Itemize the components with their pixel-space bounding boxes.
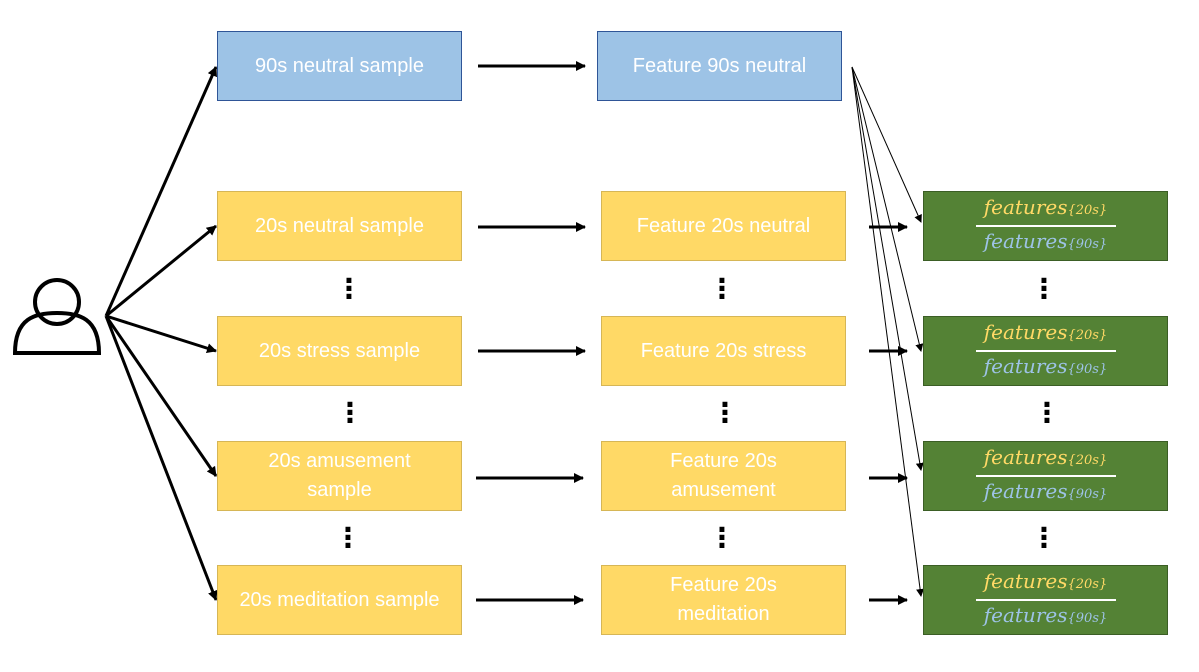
feature-20s-meditation-label-line2: meditation [677, 603, 770, 625]
ratio-numerator-sub: {20s} [1067, 453, 1108, 468]
ratio-box-neutral: features{20s} features{90s} [923, 191, 1168, 261]
baseline-to-ratio-arrows [851, 66, 925, 597]
ratio-numerator: features [983, 445, 1068, 469]
fraction-bar [975, 225, 1116, 227]
person-to-sample-arrows [104, 66, 218, 601]
ratio-numerator-sub: {20s} [1067, 577, 1108, 592]
feature-20s-amusement: Feature 20s amusement [601, 441, 846, 511]
ratio-denominator-sub: {90s} [1067, 237, 1108, 252]
sample-90s-neutral: 90s neutral sample [217, 31, 462, 101]
vertical-ellipsis-icon: ··· [1041, 388, 1053, 437]
sample-90s-neutral-label: 90s neutral sample [255, 54, 424, 77]
sample-20s-meditation: 20s meditation sample [217, 565, 462, 635]
fraction-bar [975, 599, 1116, 601]
ratio-denominator: features [983, 603, 1068, 627]
ratio-fraction: features{20s} features{90s} [975, 569, 1116, 631]
ratio-fraction: features{20s} features{90s} [975, 195, 1116, 257]
feature-90s-neutral-label: Feature 90s neutral [632, 54, 807, 77]
feature-20s-neutral-label: Feature 20s neutral [636, 214, 811, 237]
sample-20s-stress-label: 20s stress sample [258, 339, 421, 362]
ratio-denominator-sub: {90s} [1067, 362, 1108, 377]
sample-20s-amusement-label-line2: sample [307, 479, 372, 501]
sample-20s-neutral: 20s neutral sample [217, 191, 462, 261]
feature-20s-amusement-label-line2: amusement [671, 479, 776, 501]
ratio-numerator-sub: {20s} [1067, 328, 1108, 343]
ratio-box-meditation: features{20s} features{90s} [923, 565, 1168, 635]
vertical-ellipsis-icon: ··· [716, 264, 728, 313]
ratio-box-stress: features{20s} features{90s} [923, 316, 1168, 386]
vertical-ellipsis-icon: ··· [343, 264, 355, 313]
vertical-ellipsis-icon: ··· [344, 388, 356, 437]
feature-20s-neutral: Feature 20s neutral [601, 191, 846, 261]
ratio-denominator: features [983, 479, 1068, 503]
ratio-numerator: features [983, 195, 1068, 219]
person-icon [12, 278, 102, 355]
ratio-fraction: features{20s} features{90s} [975, 445, 1116, 507]
ratio-denominator-sub: {90s} [1067, 487, 1108, 502]
fraction-bar [975, 475, 1116, 477]
ratio-denominator-sub: {90s} [1067, 611, 1108, 626]
sample-20s-meditation-label: 20s meditation sample [239, 588, 440, 611]
vertical-ellipsis-icon: ··· [1038, 513, 1050, 562]
vertical-ellipsis-icon: ··· [719, 388, 731, 437]
sample-to-feature-arrows [476, 61, 586, 605]
feature-20s-meditation-label-line1: Feature 20s [670, 574, 777, 596]
feature-to-ratio-arrows [869, 222, 908, 605]
sample-20s-amusement: 20s amusement sample [217, 441, 462, 511]
ratio-denominator: features [983, 354, 1068, 378]
ratio-fraction: features{20s} features{90s} [975, 320, 1116, 382]
ratio-numerator-sub: {20s} [1067, 203, 1108, 218]
vertical-ellipsis-icon: ··· [716, 513, 728, 562]
ratio-denominator: features [983, 229, 1068, 253]
feature-20s-meditation: Feature 20s meditation [601, 565, 846, 635]
feature-20s-stress-label: Feature 20s stress [640, 339, 807, 362]
ratio-box-amusement: features{20s} features{90s} [923, 441, 1168, 511]
vertical-ellipsis-icon: ··· [1038, 264, 1050, 313]
ratio-numerator: features [983, 569, 1068, 593]
fraction-bar [975, 350, 1116, 352]
feature-20s-amusement-label-line1: Feature 20s [670, 450, 777, 472]
sample-20s-amusement-label-line1: 20s amusement [268, 450, 411, 472]
ratio-numerator: features [983, 320, 1068, 344]
feature-20s-stress: Feature 20s stress [601, 316, 846, 386]
feature-90s-neutral: Feature 90s neutral [597, 31, 842, 101]
sample-20s-neutral-label: 20s neutral sample [255, 214, 424, 237]
vertical-ellipsis-icon: ··· [342, 513, 354, 562]
sample-20s-stress: 20s stress sample [217, 316, 462, 386]
